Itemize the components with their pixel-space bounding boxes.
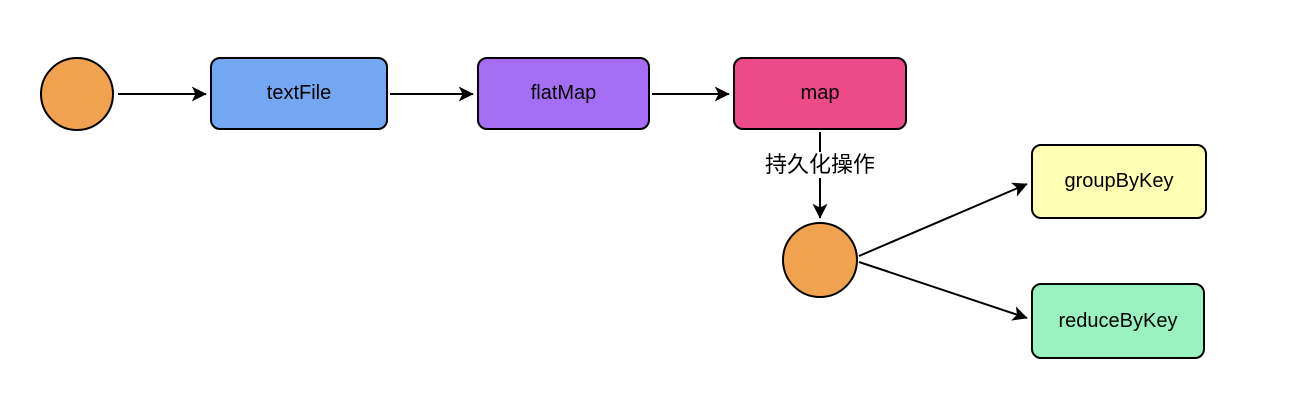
map-node: map <box>733 57 907 130</box>
reducebykey-node: reduceByKey <box>1031 283 1205 359</box>
flatmap-node-label: flatMap <box>530 82 597 104</box>
textfile-node: textFile <box>210 57 388 130</box>
groupbykey-node-label: groupByKey <box>1064 170 1174 192</box>
persisted-rdd-circle <box>782 222 858 298</box>
start-rdd-circle <box>40 57 114 131</box>
groupbykey-node: groupByKey <box>1031 144 1207 219</box>
reducebykey-node-label: reduceByKey <box>1058 309 1178 332</box>
edge-persisted-to-groupbykey <box>858 182 1028 257</box>
map-node-label: map <box>800 82 840 104</box>
edge-persisted-to-reducebykey <box>858 261 1028 321</box>
textfile-node-label: textFile <box>266 82 332 104</box>
persist-edge-label: 持久化操作 <box>755 152 885 178</box>
flatmap-node: flatMap <box>477 57 650 130</box>
